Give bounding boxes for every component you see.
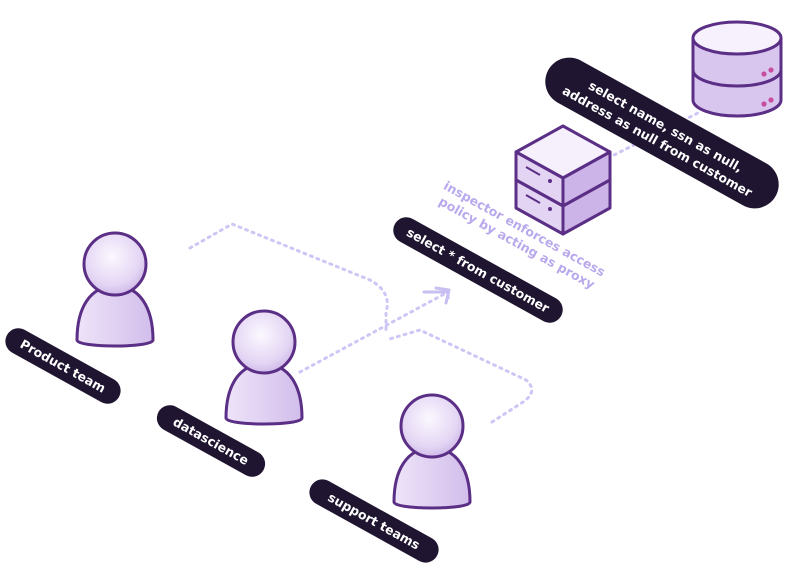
path-datascience (298, 290, 450, 374)
person-icon (75, 231, 155, 348)
status-dot-icon (761, 71, 767, 77)
status-dot-icon (761, 101, 767, 107)
path-support-teams (384, 328, 534, 424)
path-product-team (188, 222, 389, 332)
status-dot-icon (768, 97, 774, 103)
person-icon (224, 309, 304, 426)
status-dot-icon (768, 67, 774, 73)
person-icon (392, 393, 472, 510)
database-icon (691, 20, 783, 118)
server-icon (514, 124, 612, 236)
arrow-tip-icon (434, 286, 451, 305)
